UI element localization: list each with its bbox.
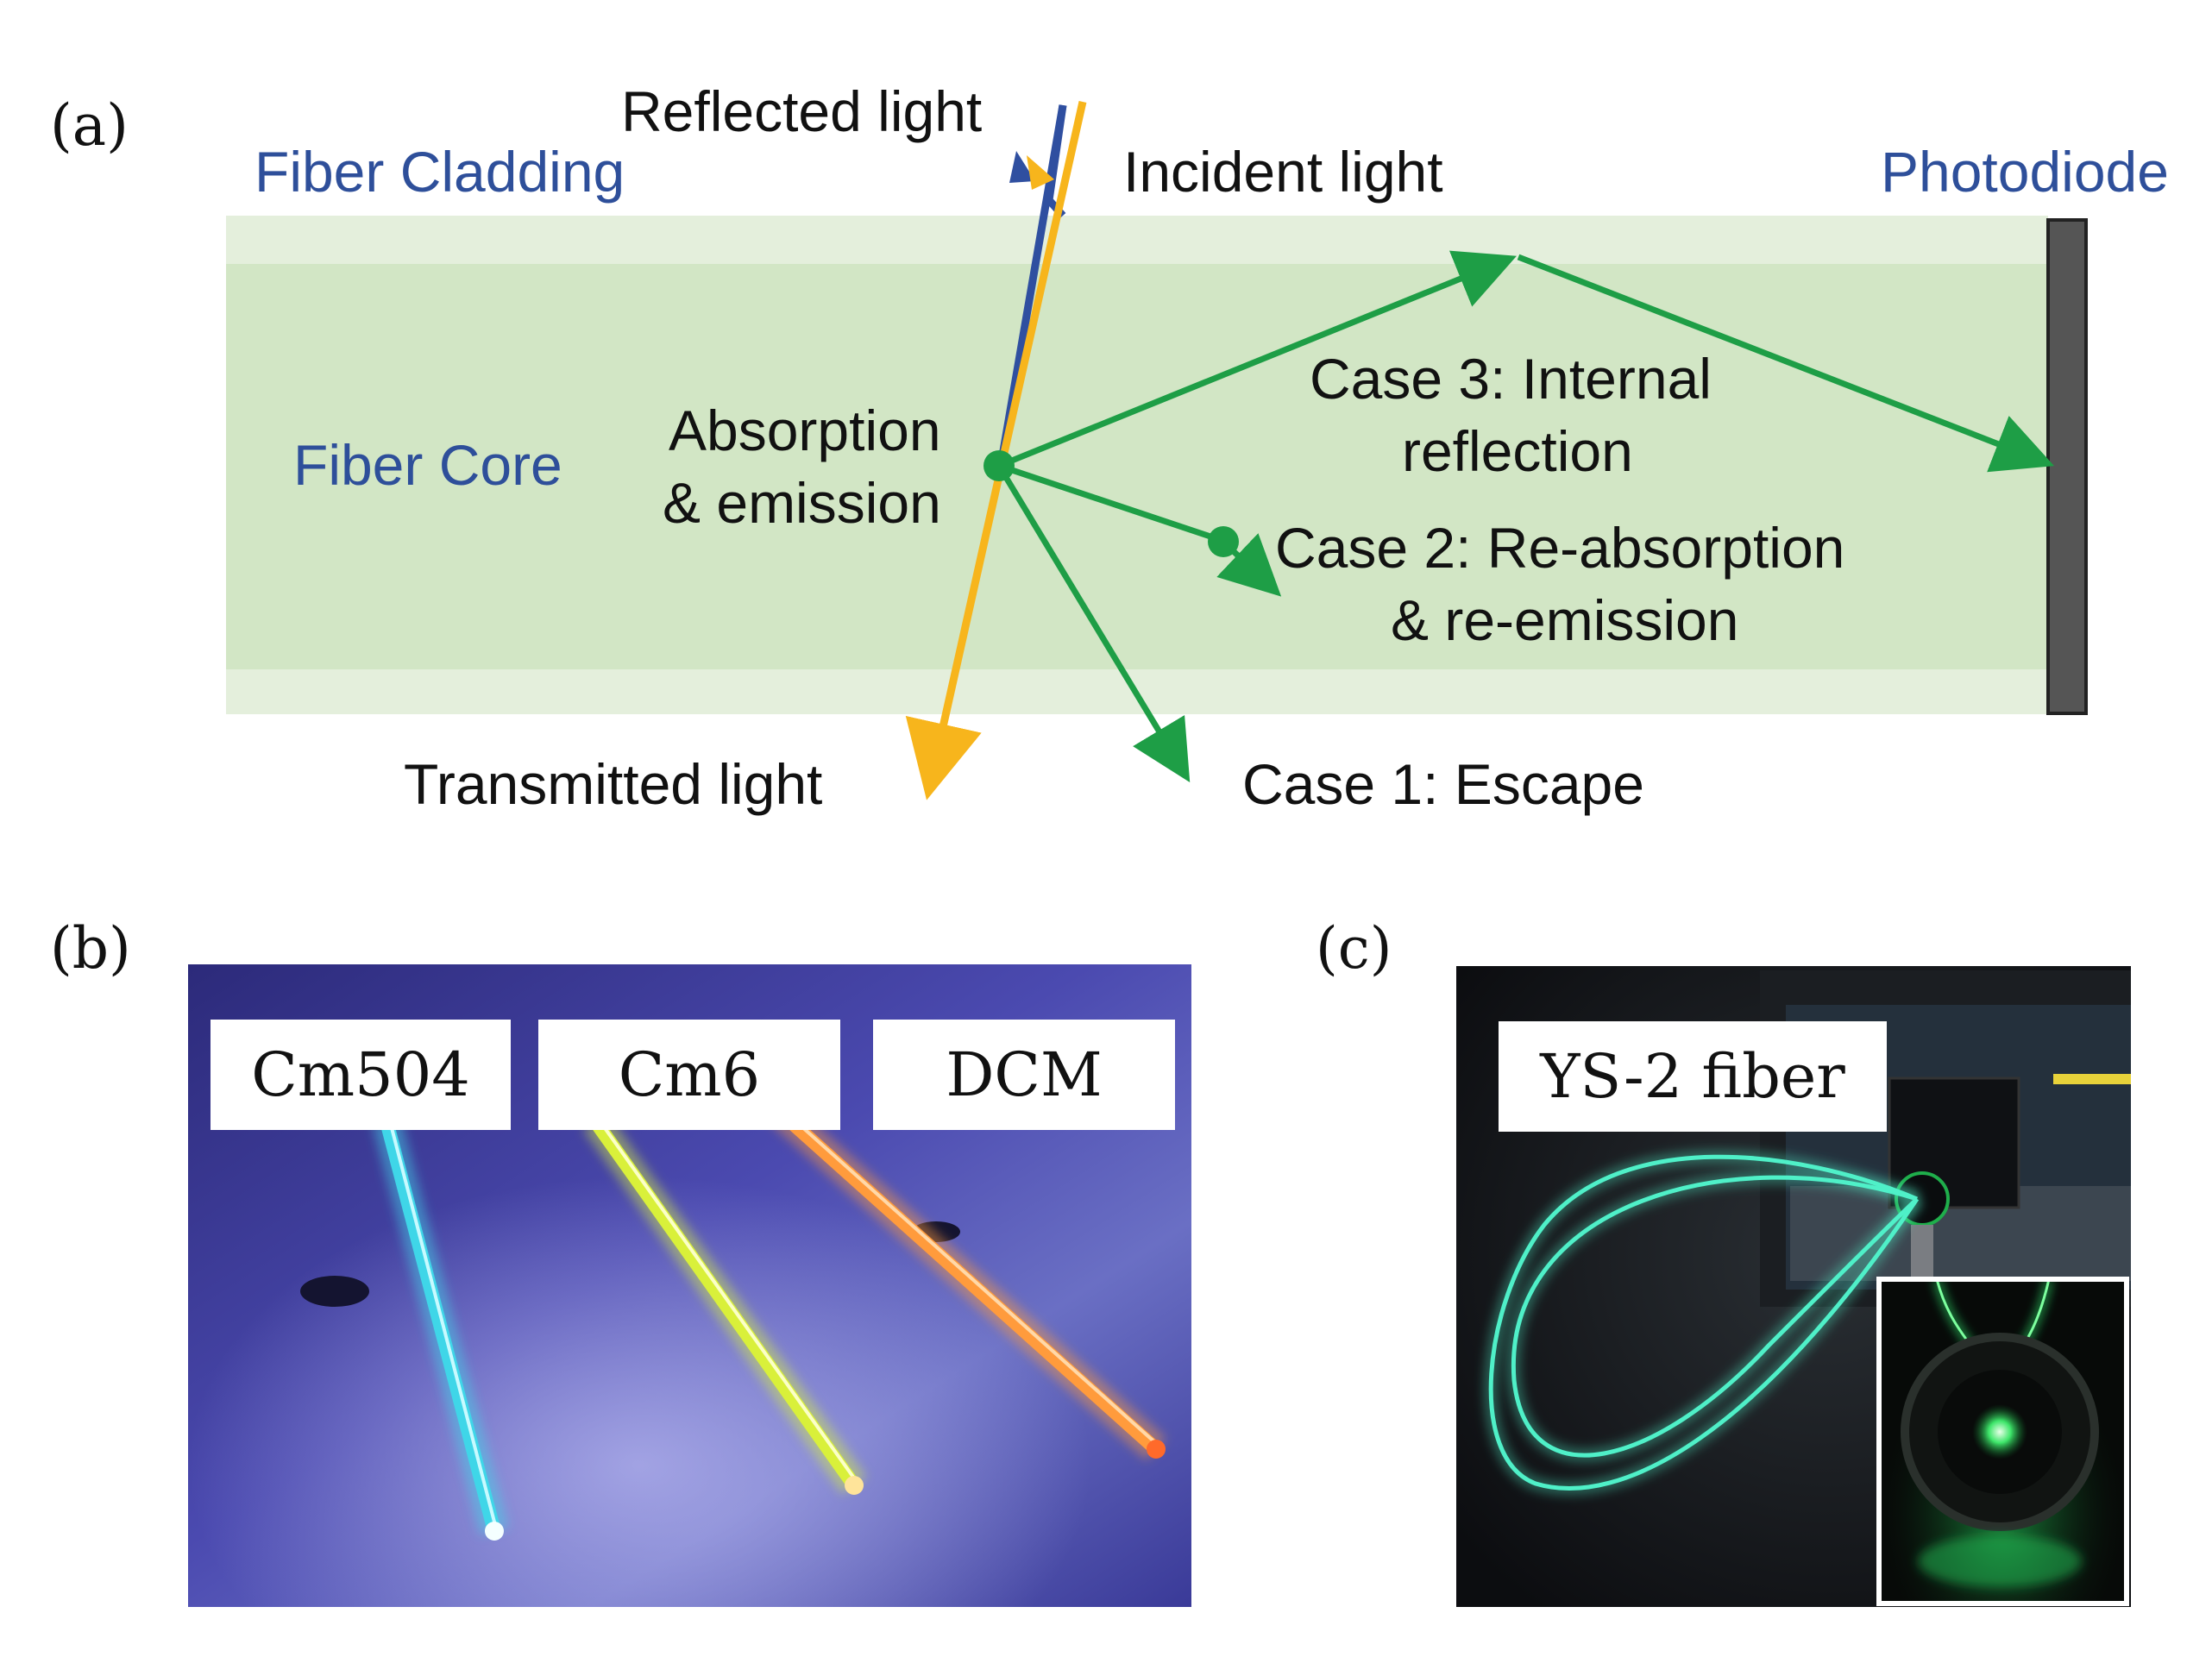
incident-light-label: Incident light [1123, 140, 1443, 204]
fiber-dcm [770, 1102, 1166, 1460]
label-box-cm6 [538, 1020, 840, 1130]
label-box-dcm [873, 1020, 1175, 1130]
label-box-cm504 [211, 1020, 511, 1130]
fiber-cm6 [583, 1113, 866, 1495]
label-cm6: Cm6 [619, 1039, 760, 1110]
inset-green-spot [1972, 1404, 2027, 1459]
ys2-fiber-loop [1484, 1150, 1923, 1496]
fiber-cm504 [372, 1117, 509, 1541]
case2-ray [997, 462, 1220, 543]
photodiode-label: Photodiode [1881, 140, 2169, 204]
case1-label: Case 1: Escape [1242, 752, 1644, 816]
label-dcm: DCM [946, 1039, 1102, 1110]
setup-photo: YS-2 fiber [1456, 966, 2131, 1607]
reabsorption-point [1208, 526, 1239, 557]
panel-c-letter: (c) [1316, 915, 1392, 982]
incident-arrowhead-top [1027, 155, 1054, 190]
panel-c: (c) YS-2 fiber [1316, 915, 2131, 1607]
case1-ray [996, 464, 1191, 782]
case2-label-line1: Case 2: Re-absorption [1275, 516, 1844, 580]
photodiode-bar [2046, 218, 2088, 715]
label-box-ys2 [1499, 1021, 1887, 1132]
fiber-cladding-label: Fiber Cladding [255, 140, 625, 204]
reflected-arrowhead [1009, 151, 1035, 183]
case3-ray-down [1517, 254, 2055, 473]
absorption-point [983, 450, 1015, 481]
fiber-cladding-top [226, 216, 2048, 264]
case3-label-line1: Case 3: Internal [1310, 347, 1712, 411]
case2-label-line2: & re-emission [1391, 588, 1738, 652]
absorption-label-line2: & emission [663, 471, 941, 535]
panel-a-letter: (a) [50, 92, 129, 159]
transmitted-light-label: Transmitted light [404, 752, 822, 816]
label-cm504: Cm504 [251, 1039, 470, 1110]
reflected-light-label: Reflected light [621, 79, 982, 143]
inset-photo [1876, 1277, 2129, 1606]
case3-label-line2: reflection [1402, 419, 1633, 483]
panel-b-letter: (b) [50, 915, 131, 982]
absorption-label-line1: Absorption [669, 399, 941, 462]
table-hole [300, 1276, 369, 1307]
fibers-photo: Cm504 Cm6 DCM [188, 964, 1191, 1607]
panel-b: (b) [50, 915, 1191, 1607]
fiber-core [226, 264, 2048, 669]
case3-ray-up [997, 250, 1517, 469]
fiber-core-label: Fiber Core [293, 433, 562, 497]
panel-a: (a) Fiber Cladding Fiber Core Photodiode… [50, 79, 2169, 816]
label-ys2-fiber: YS-2 fiber [1539, 1041, 1845, 1112]
incident-light-ray [905, 101, 1087, 800]
